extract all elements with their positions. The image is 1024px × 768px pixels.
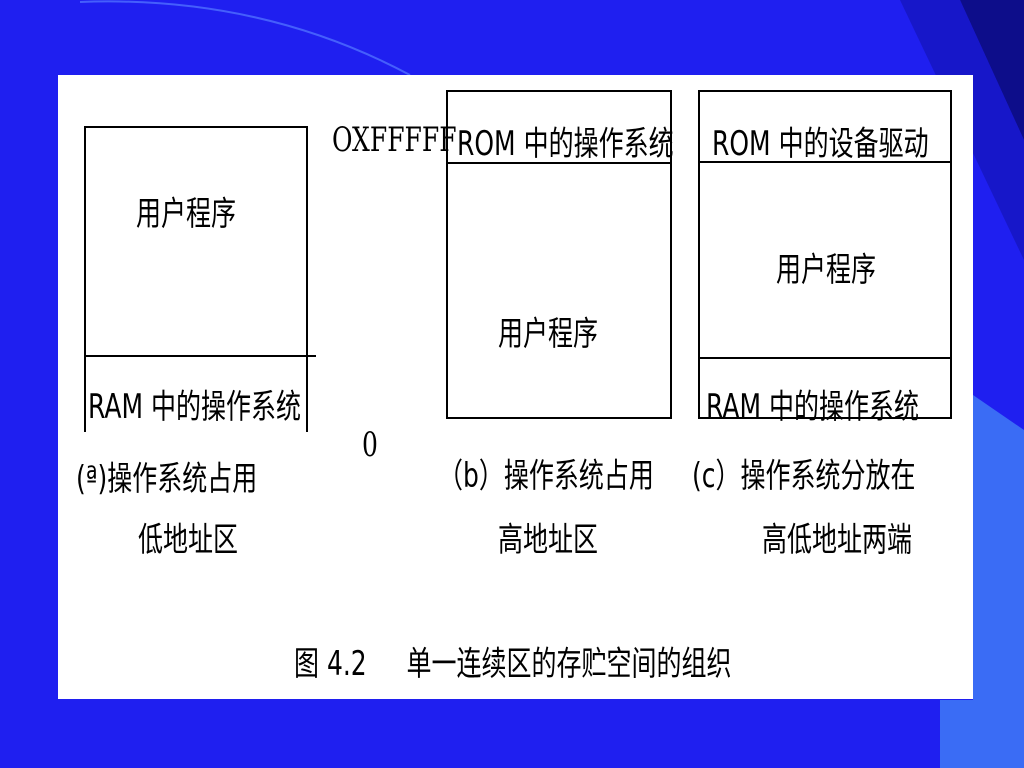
diagram-c-driver-region-label: ROM 中的设备驱动 [712, 123, 929, 163]
diagram-a-right-border [306, 126, 308, 432]
diagram-a-caption-line2: 低地址区 [138, 519, 239, 559]
address-low-label: 0 [362, 425, 378, 465]
diagram-a-caption-line1: (ª)操作系统占用 [76, 458, 258, 498]
diagram-c-top-partition-line [698, 161, 952, 163]
diagram-a-os-region-label: RAM 中的操作系统 [88, 386, 301, 426]
figure-caption: 图 4.2 单一连续区的存贮空间的组织 [294, 643, 732, 683]
diagram-b-caption-line1: （b）操作系统占用 [438, 455, 654, 495]
diagram-a-user-program-label: 用户程序 [136, 193, 237, 233]
diagram-c-os-region-label: RAM 中的操作系统 [706, 386, 919, 426]
diagram-c-caption-line1: (c）操作系统分放在 [692, 455, 916, 495]
diagram-c-user-program-label: 用户程序 [776, 249, 877, 289]
diagram-b-partition-line [446, 162, 672, 164]
diagram-c-caption-line2: 高低地址两端 [762, 519, 913, 559]
diagram-panel: 用户程序 RAM 中的操作系统 (ª)操作系统占用 低地址区 OXFFFFF 0… [58, 75, 973, 699]
diagram-c-bottom-partition-line [698, 357, 952, 359]
diagram-b-memory-box [446, 90, 672, 419]
diagram-a-partition-line [84, 355, 316, 357]
diagram-a-left-border [84, 126, 86, 432]
diagram-b-user-program-label: 用户程序 [498, 313, 599, 353]
diagram-b-caption-line2: 高地址区 [498, 519, 599, 559]
diagram-a-top-border [84, 126, 308, 128]
address-high-label: OXFFFFF [332, 120, 457, 160]
diagram-c-memory-box [698, 90, 952, 419]
diagram-b-os-region-label: ROM 中的操作系统 [457, 123, 674, 163]
